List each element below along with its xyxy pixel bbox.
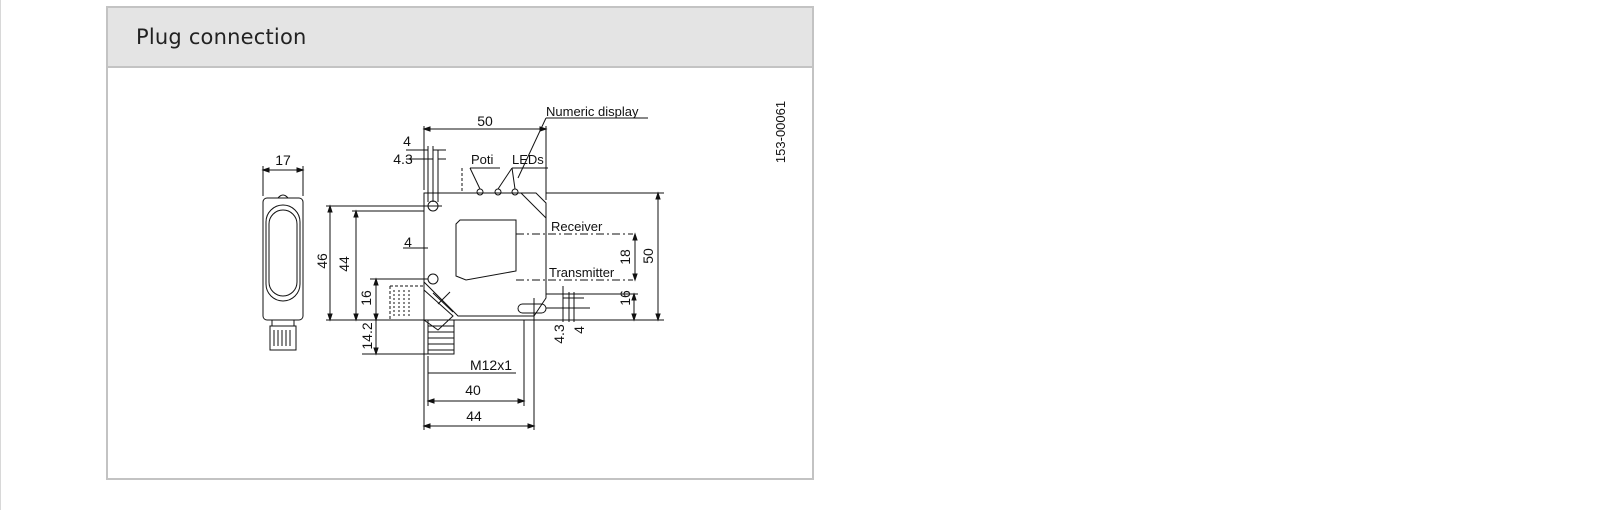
side-view-lens-outer [265,204,301,302]
dim-hole-offset-4: 4 [403,133,411,149]
dim-side-width: 17 [275,152,291,168]
label-numeric-display: Numeric display [546,104,639,119]
dim-top-width: 50 [477,113,493,129]
dim-optics-18: 18 [617,249,633,265]
plug-connection-panel: Plug connection [106,6,814,480]
front-view-connector [427,319,455,355]
dim-height-46: 46 [314,253,330,269]
optical-axes [516,233,633,281]
label-thread: M12x1 [470,357,512,373]
led-marker-2 [511,188,519,196]
dim-height-14-2: 14.2 [359,322,375,349]
side-view-connector-collar [271,319,295,327]
mounting-slot [517,303,547,314]
dimension-drawing-area: 17 50 Numeric display 4 4.3 Poti LEDs Re… [108,68,812,478]
connector-angled-housing [423,288,454,331]
label-leds: LEDs [512,152,544,167]
side-view [261,166,305,351]
left-border-line [0,0,1,510]
panel-title: Plug connection [136,25,307,49]
side-view-top-bump [277,194,289,199]
side-view-connector [269,325,297,351]
dimension-drawing: 17 50 Numeric display 4 4.3 Poti LEDs Re… [261,101,788,430]
figure-id: 153-00061 [773,101,788,163]
label-transmitter: Transmitter [549,265,615,280]
dim-left-offset-4: 4 [404,234,412,250]
dim-height-50: 50 [640,248,656,264]
front-view-body [423,192,547,317]
dim-hole-offset-4-3: 4.3 [393,151,413,167]
front-view [389,188,547,355]
dim-height-16-left: 16 [358,290,374,306]
dim-width-40: 40 [465,382,481,398]
poti-marker [476,188,484,196]
led-marker-1 [494,188,502,196]
label-receiver: Receiver [551,219,603,234]
dim-height-16-right: 16 [617,290,633,306]
panel-header: Plug connection [108,8,812,68]
optics-window [455,219,517,281]
connector-alt-position [389,285,424,321]
mounting-hole-middle [427,273,439,285]
dim-width-44: 44 [466,408,482,424]
dim-bottom-4: 4 [571,326,587,334]
dim-height-44: 44 [336,256,352,272]
label-poti: Poti [471,152,494,167]
side-view-lens-inner [268,209,298,297]
dim-bottom-4-3: 4.3 [551,324,567,344]
